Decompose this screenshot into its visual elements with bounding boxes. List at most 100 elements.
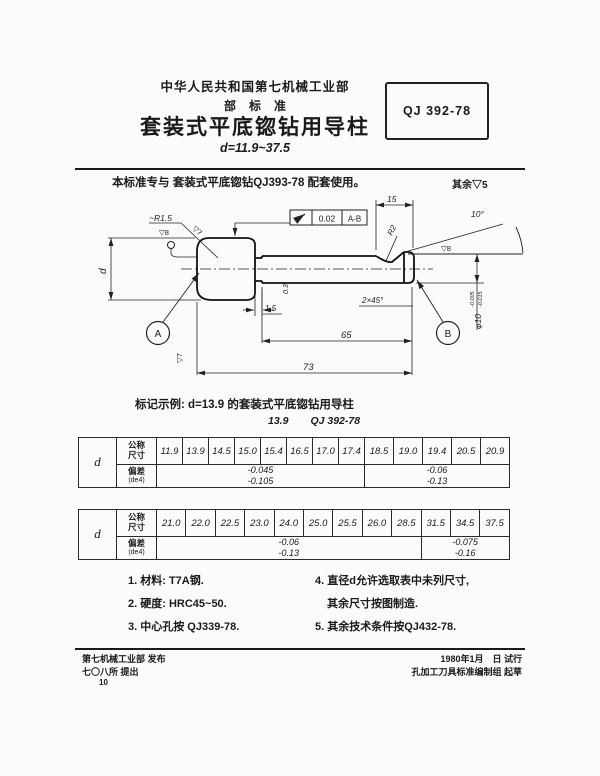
note-item: 5. 其余技术条件按QJ432-78. [315, 621, 457, 633]
size-cell: 15.0 [234, 437, 261, 465]
size-table-1: d 公称尺寸 11.9 13.9 14.5 15.0 15.4 16.5 17.… [78, 437, 510, 488]
note-item: 2. 硬度: HRC45~50. [128, 598, 227, 610]
shaft-tip [403, 251, 415, 284]
dim-73-label: 73 [303, 362, 314, 373]
page-number: 10 [99, 678, 108, 687]
standard-number-box: QJ 392-78 [385, 82, 489, 140]
size-cell: 19.4 [422, 437, 452, 465]
neck-groove [255, 256, 263, 283]
dim-symbol-cell: d [78, 437, 117, 488]
surface-mark-v7-lower: ▽7 [175, 353, 184, 363]
deviation-label-cell: 偏差(de4) [116, 536, 157, 560]
part-outline [196, 237, 415, 301]
relief-groove [375, 251, 405, 264]
size-cell: 14.5 [208, 437, 235, 465]
dim-1-5-label: 1.5 [265, 304, 277, 313]
deviation-group-cell: -0.075-0.16 [420, 536, 510, 560]
dimension-lines [108, 200, 484, 376]
shaft-tolerance-upper: -0.005 [470, 290, 476, 307]
standard-type-label: 部标准 [223, 99, 299, 113]
table-row: 偏差(de4) -0.06-0.13 -0.075-0.16 [79, 536, 510, 560]
size-cell: 19.0 [393, 437, 423, 465]
tolerance-value: 0.02 [319, 214, 336, 224]
guide-pillar-drawing: ~R1.5 ▽7 ▽8 d A 0.02 A-B 15 R2 10° ▽8 0.… [98, 194, 524, 376]
shaft-diameter-label: φ10 [473, 314, 483, 329]
pillar-head [196, 237, 256, 301]
size-cell: 26.0 [361, 509, 393, 537]
table-row: d 公称尺寸 21.0 22.0 22.5 23.0 24.0 25.0 25.… [78, 509, 510, 560]
notes-left-column: 1. 材料: T7A钢. 2. 硬度: HRC45~50. 3. 中心孔按 QJ… [128, 570, 318, 639]
page-title: 套装式平底锪钻用导柱 [140, 116, 370, 139]
size-cell: 21.0 [155, 509, 187, 537]
size-table-2: d 公称尺寸 21.0 22.0 22.5 23.0 24.0 25.0 25.… [78, 509, 510, 560]
chamfer-label: 2×45° [361, 296, 384, 305]
footer-divider [75, 648, 525, 650]
size-cell: 17.4 [338, 437, 365, 465]
diameter-d-label: d [98, 268, 109, 274]
size-cell: 15.4 [260, 437, 287, 465]
table-row: 偏差(de4) -0.045-0.105 -0.06-0.13 [79, 464, 510, 488]
marking-example-line2: 13.9 QJ 392-78 [268, 415, 382, 427]
surface-mark-v8-head: ▽8 [159, 228, 169, 237]
datum-b-label: B [445, 329, 452, 340]
surface-mark-v8-shaft: ▽8 [441, 244, 451, 253]
size-cell: 34.5 [449, 509, 481, 537]
size-cell: 22.5 [214, 509, 246, 537]
note-item: 1. 材料: T7A钢. [128, 575, 204, 587]
deviation-group-cell: -0.06-0.13 [364, 464, 510, 488]
size-cell: 22.0 [185, 509, 216, 537]
angle-10-label: 10° [471, 209, 484, 219]
tolerance-frame [232, 209, 368, 236]
header-divider [75, 168, 525, 170]
dim-15-label: 15 [387, 194, 397, 204]
size-cell: 28.5 [391, 509, 422, 537]
table-row: d 公称尺寸 11.9 13.9 14.5 15.0 15.4 16.5 17.… [78, 437, 510, 488]
dim-0-3-label: 0.3 [283, 284, 290, 294]
deviation-group-cell: -0.06-0.13 [156, 536, 422, 560]
footer-left: 第七机械工业部 发布 七〇八所 提出 [82, 653, 166, 679]
note-item: 3. 中心孔按 QJ339-78. [128, 621, 240, 633]
tolerance-datums: A-B [348, 215, 361, 224]
technical-drawing: ~R1.5 ▽7 ▽8 d A 0.02 A-B 15 R2 10° ▽8 0.… [75, 190, 535, 400]
dim-symbol-cell: d [78, 509, 117, 560]
deviation-group-cell: -0.045-0.105 [156, 464, 365, 488]
size-cell: 18.5 [364, 437, 394, 465]
surface-mark-v7-upper: ▽7 [191, 224, 204, 237]
footer-right: 1980年1月 日 试行 孔加工刀具标准编制组 起草 [411, 653, 522, 679]
note-item: 4. 直径d允许选取表中未列尺寸, [315, 575, 470, 587]
size-label-cell: 公称尺寸 [116, 509, 157, 537]
deviation-label-cell: 偏差(de4) [116, 464, 157, 488]
size-cell: 17.0 [312, 437, 339, 465]
shaft-tolerance-lower: -0.015 [478, 290, 484, 307]
datum-balloons [145, 272, 461, 346]
size-cell: 24.0 [273, 509, 304, 537]
diameter-range-subtitle: d=11.9~37.5 [220, 141, 290, 155]
trial-date: 1980年1月 日 试行 [440, 654, 522, 664]
radius-r2-label: R2 [386, 223, 399, 237]
size-label-cell: 公称尺寸 [116, 437, 157, 465]
ministry-name: 中华人民共和国第七机械工业部 [160, 80, 350, 94]
marking-example-line1: 标记示例: d=13.9 的套装式平底锪钻用导柱 [135, 399, 354, 411]
dim-65-label: 65 [341, 330, 352, 341]
size-cell: 25.0 [302, 509, 334, 537]
notes-right-column: 4. 直径d允许选取表中未列尺寸, 其余尺寸按图制造. 5. 其余技术条件按QJ… [315, 570, 525, 639]
radius-label: ~R1.5 [149, 213, 172, 223]
drafting-group: 孔加工刀具标准编制组 起草 [411, 667, 522, 677]
size-cell: 13.9 [182, 437, 209, 465]
size-cell: 20.5 [451, 437, 481, 465]
taper-construction [404, 223, 524, 255]
datum-b-balloon [435, 320, 461, 346]
example-standard: QJ 392-78 [310, 415, 361, 427]
size-cell: 25.5 [332, 509, 363, 537]
proposing-body: 七〇八所 提出 [82, 667, 139, 677]
size-cell: 20.9 [480, 437, 510, 465]
size-cell: 37.5 [479, 509, 510, 537]
example-size: 13.9 [268, 415, 289, 427]
size-cell: 16.5 [286, 437, 313, 465]
scope-statement: 本标准专与 套装式平底锪钻QJ393-78 配套使用。 [112, 177, 366, 189]
runout-symbol-icon [293, 213, 306, 224]
datum-a-label: A [155, 329, 162, 340]
issuing-body: 第七机械工业部 发布 [82, 654, 166, 664]
size-cell: 11.9 [156, 437, 183, 465]
